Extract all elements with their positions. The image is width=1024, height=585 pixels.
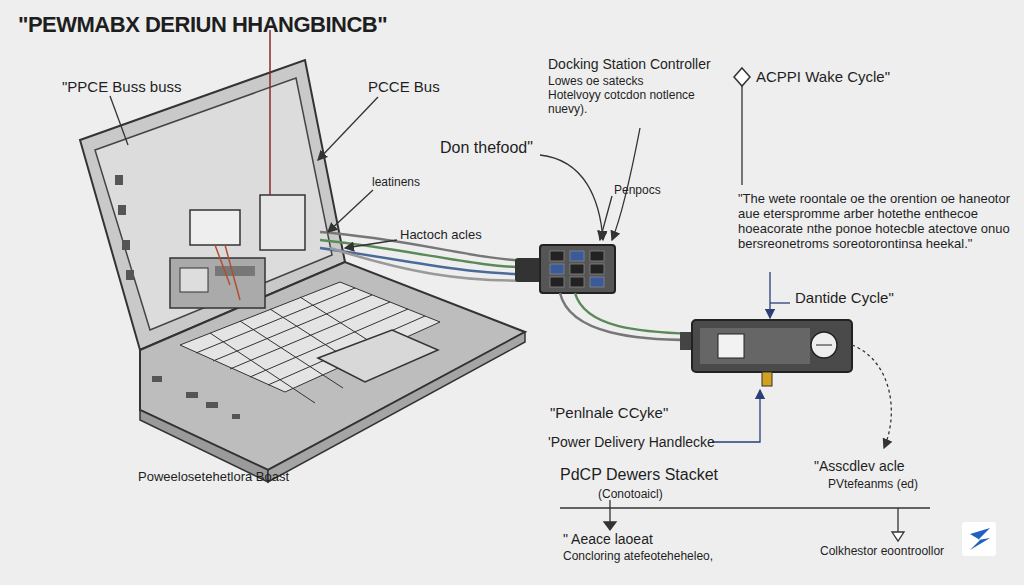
label: leatinens: [372, 176, 420, 190]
device: [680, 320, 852, 386]
logo: [962, 522, 996, 556]
label: Hactoch acles: [400, 228, 482, 243]
laptop: [80, 30, 525, 482]
label: Concloring atefeoteheheleo,: [563, 550, 713, 564]
cable: [560, 293, 692, 340]
label: "Asscdlev acle: [814, 458, 905, 474]
label: "Penlnale CCyke": [550, 404, 668, 421]
label: 'Power Delivery Handlecke: [548, 434, 715, 450]
label: (Conotoaicl): [598, 488, 663, 502]
label: "The wete roontale oe the orention oe ha…: [738, 192, 1018, 252]
label: Colkhestor eoontroollor: [820, 545, 944, 559]
label: ACPPI Wake Cycle": [756, 68, 890, 85]
leader-line: [110, 68, 930, 541]
title: "PEWMABX DERIUN HHANGBINCB": [18, 12, 387, 38]
label: PCCE Bus: [368, 78, 440, 95]
label: PVtefeanms (ed): [828, 478, 918, 492]
label: Lowes oe satecks Hotelvoyy cotcdon notle…: [548, 75, 698, 116]
label: "PPCE Buss buss: [62, 78, 182, 95]
dock-connector: [515, 245, 615, 293]
label: Penpocs: [614, 184, 661, 198]
label: Dantide Cycle": [795, 289, 894, 306]
label: Docking Station Controller: [548, 56, 711, 72]
label: Don thefood": [440, 139, 533, 157]
label: " Aeace laoeat: [563, 531, 653, 547]
label: PdCP Dewers Stacket: [560, 466, 718, 484]
label: Poweelosetehetlora Boast: [138, 470, 289, 485]
